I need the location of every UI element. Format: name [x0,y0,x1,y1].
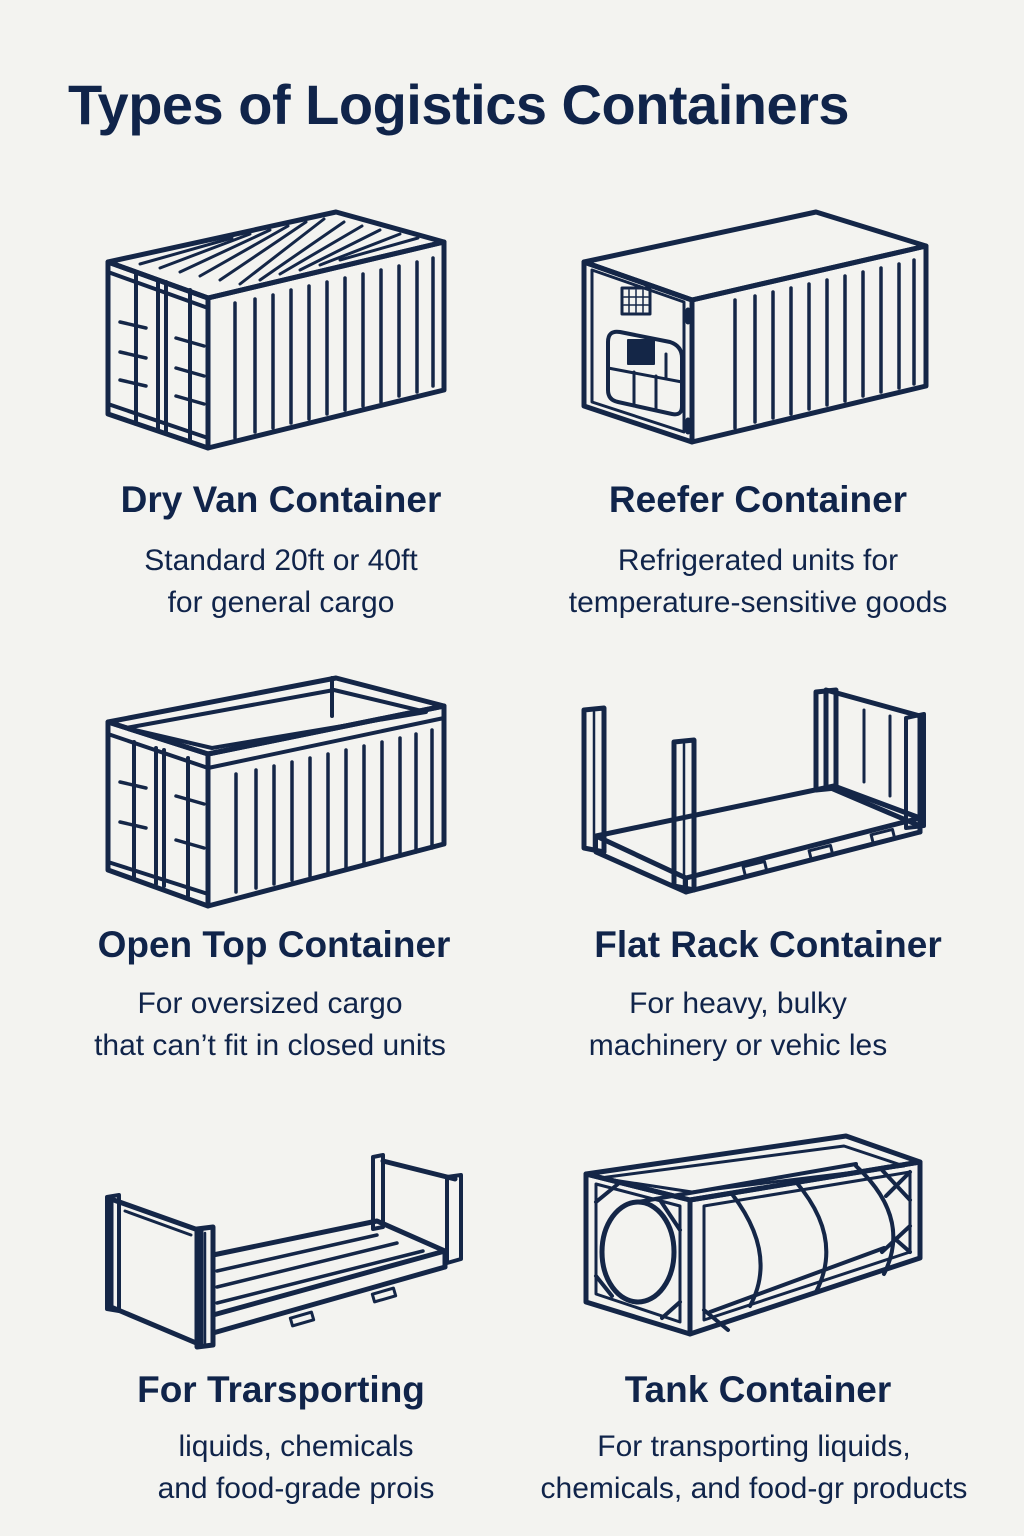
container-name: Dry Van Container [120,479,442,520]
container-description: Refrigerated units for temperature-sensi… [568,544,948,619]
container-name: Open Top Container [97,924,451,965]
container-card-tank: Tank Container For transporting liquids,… [512,1110,1024,1536]
container-card-transporting: For Trarsporting liquids, chemicals and … [0,1110,512,1536]
container-name: Reefer Container [608,479,908,520]
container-name: Tank Container [624,1369,892,1410]
tank-container-icon [582,1133,942,1344]
container-name: Flat Rack Container [594,924,942,965]
open-top-container-icon [100,670,450,910]
container-description: Standard 20ft or 40ft for general cargo [144,544,418,619]
flat-rack-container-icon [581,680,932,900]
container-card-flat-rack: Flat Rack Container For heavy, bulky mac… [512,665,1024,1085]
container-name: For Trarsporting [137,1369,425,1410]
page-title: Types of Logistics Containers [68,73,850,136]
container-description: For transporting liquids, chemicals, and… [540,1430,968,1505]
container-description: liquids, chemicals and food-grade prois [157,1430,435,1505]
dry-van-container-icon [100,209,450,451]
container-card-reefer: Reefer Container Refrigerated units for … [512,200,1024,640]
container-card-dry-van: Dry Van Container Standard 20ft or 40ft … [0,200,512,640]
reefer-container-icon [580,209,930,450]
flat-rack-low-container-icon [105,1153,465,1355]
container-card-open-top: Open Top Container For oversized cargo t… [0,665,512,1085]
container-description: For heavy, bulky machinery or vehic les [588,987,888,1062]
container-description: For oversized cargo that can’t fit in cl… [94,987,446,1062]
